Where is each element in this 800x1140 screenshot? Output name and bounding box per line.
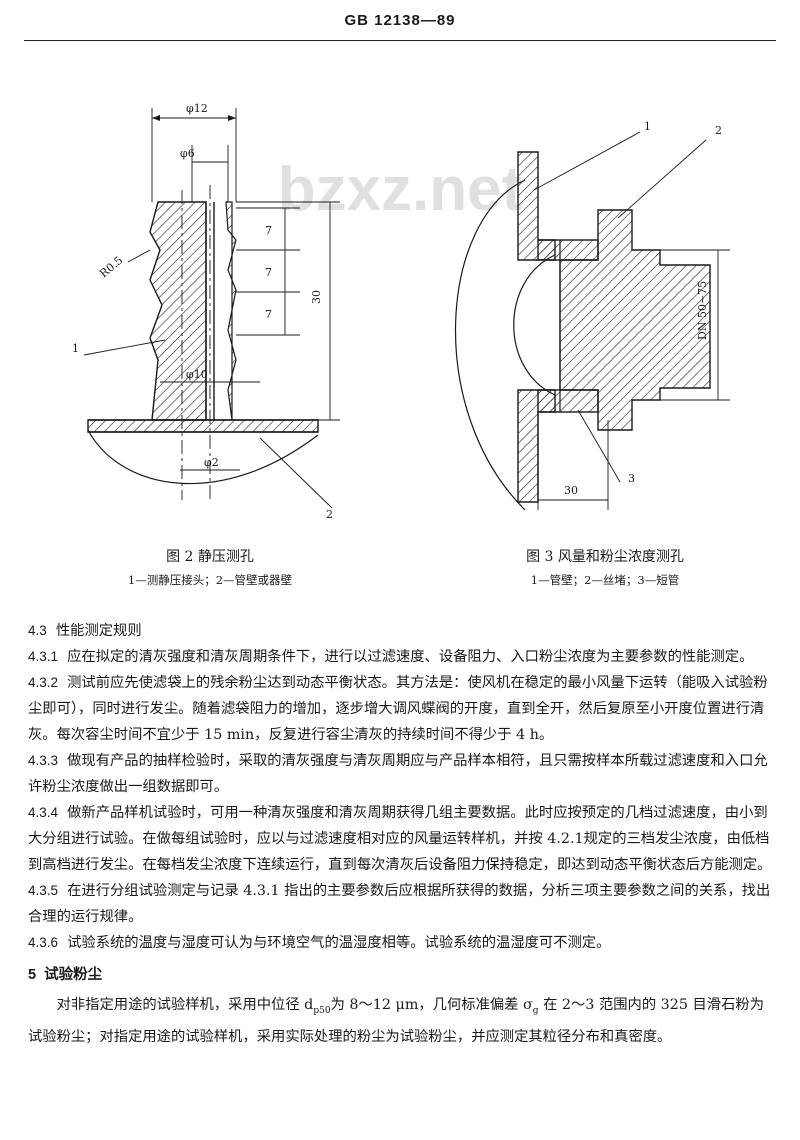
figure3-caption: 图 3 风量和粉尘浓度测孔 (526, 549, 684, 565)
section-number: 4.3.1 (28, 649, 59, 664)
d-p50-subscript: p50 (313, 1005, 331, 1016)
fig3-callout-2: 2 (715, 124, 722, 137)
figures-svg: bzxz.net (72, 102, 730, 521)
section-heading: 性能测定规则 (55, 623, 142, 639)
fig2-dim-seg1: 7 (265, 224, 272, 237)
section-number: 4.3.5 (28, 883, 59, 898)
section-5-title: 试验粉尘 (44, 967, 103, 983)
section-paragraph: 测试前应先使滤袋上的残余粉尘达到动态平衡状态。其方法是：使风机在稳定的最小风量下… (28, 675, 768, 743)
header-rule (24, 40, 776, 41)
section-paragraph: 试验系统的温度与湿度可认为与环境空气的温湿度相等。试验系统的温湿度可不测定。 (67, 935, 611, 951)
section-paragraph: 应在拟定的清灰强度和清灰周期条件下，进行以过滤速度、设备阻力、入口粉尘浓度为主要… (67, 649, 754, 665)
figure3-legend: 1—管壁；2—丝堵；3—短管 (530, 573, 680, 587)
fig2-dim-seg3: 7 (265, 308, 272, 321)
fig2-dim-seg2: 7 (265, 266, 272, 279)
fig3-dim-dn: DN 50~75 (696, 281, 709, 340)
fig2-callout-2: 2 (326, 508, 333, 521)
watermark: bzxz.net (278, 155, 523, 224)
section-paragraph: 做现有产品的抽样检验时，采取的清灰强度与清灰周期应与产品样本相符，且只需按样本所… (28, 753, 768, 795)
figure3-drawing (454, 131, 730, 511)
section-4-3-5: 4.3.5 在进行分组试验测定与记录 4.3.1 指出的主要参数后应根据所获得的… (28, 878, 776, 930)
figure2-caption: 图 2 静压测孔 (166, 549, 254, 565)
section-number: 4.3.4 (28, 805, 59, 820)
section-4-3-6: 4.3.6 试验系统的温度与湿度可认为与环境空气的温湿度相等。试验系统的温湿度可… (28, 930, 776, 956)
fig2-dim-phi2: φ2 (204, 456, 219, 469)
section-paragraph: 做新产品样机试验时，可用一种清灰强度和清灰周期获得几组主要数据。此时应按预定的几… (28, 805, 772, 873)
body-text: 4.3 性能测定规则 4.3.1 应在拟定的清灰强度和清灰周期条件下，进行以过滤… (28, 618, 776, 1050)
figure3-labels: 1 2 3 DN 50~75 30 (564, 120, 722, 497)
fig3-dim-30: 30 (564, 484, 578, 497)
section-5-text-a: 对非指定用途的试验样机，采用中位径 d (56, 997, 314, 1013)
section-number: 4.3.6 (28, 935, 59, 950)
section-4-3-1: 4.3.1 应在拟定的清灰强度和清灰周期条件下，进行以过滤速度、设备阻力、入口粉… (28, 644, 776, 670)
fig2-dim-phi6: φ6 (180, 147, 195, 160)
fig2-dim-phi10: φ10 (186, 368, 208, 381)
section-paragraph: 在进行分组试验测定与记录 4.3.1 指出的主要参数后应根据所获得的数据，分析三… (28, 883, 771, 925)
section-5-text-b: 为 8～12 μm，几何标准偏差 σ (330, 997, 533, 1013)
standard-code: GB 12138—89 (344, 12, 456, 29)
figure2-legend: 1—测静压接头；2—管壁或器壁 (127, 573, 293, 587)
fig2-dim-total: 30 (310, 290, 323, 304)
section-number: 4.3 (28, 623, 47, 638)
section-5-heading: 5 试验粉尘 (28, 962, 776, 988)
section-4-3-2: 4.3.2 测试前应先使滤袋上的残余粉尘达到动态平衡状态。其方法是：使风机在稳定… (28, 670, 776, 748)
section-number: 4.3.3 (28, 753, 59, 768)
fig3-callout-1: 1 (644, 120, 651, 133)
section-4-3-3: 4.3.3 做现有产品的抽样检验时，采取的清灰强度与清灰周期应与产品样本相符，且… (28, 748, 776, 800)
section-4-3-4: 4.3.4 做新产品样机试验时，可用一种清灰强度和清灰周期获得几组主要数据。此时… (28, 800, 776, 878)
figures-area: bzxz.net (0, 90, 800, 604)
figure2-drawing (83, 108, 340, 509)
section-number: 4.3.2 (28, 675, 59, 690)
section-5-paragraph: 对非指定用途的试验样机，采用中位径 dp50为 8～12 μm，几何标准偏差 σ… (28, 992, 776, 1050)
section-5-text-c: 在 2～3 范围内的 325 目滑石粉为试验粉尘；对指定用途的试验样机，采用实际… (28, 997, 764, 1045)
section-4-3: 4.3 性能测定规则 (28, 618, 776, 644)
section-5-number: 5 (28, 967, 37, 983)
fig3-callout-3: 3 (628, 472, 635, 485)
fig2-dim-phi12: φ12 (186, 102, 208, 115)
fig2-dim-r05: R0.5 (97, 254, 125, 281)
sigma-g-subscript: g (532, 1005, 539, 1016)
fig2-callout-1: 1 (72, 342, 79, 355)
